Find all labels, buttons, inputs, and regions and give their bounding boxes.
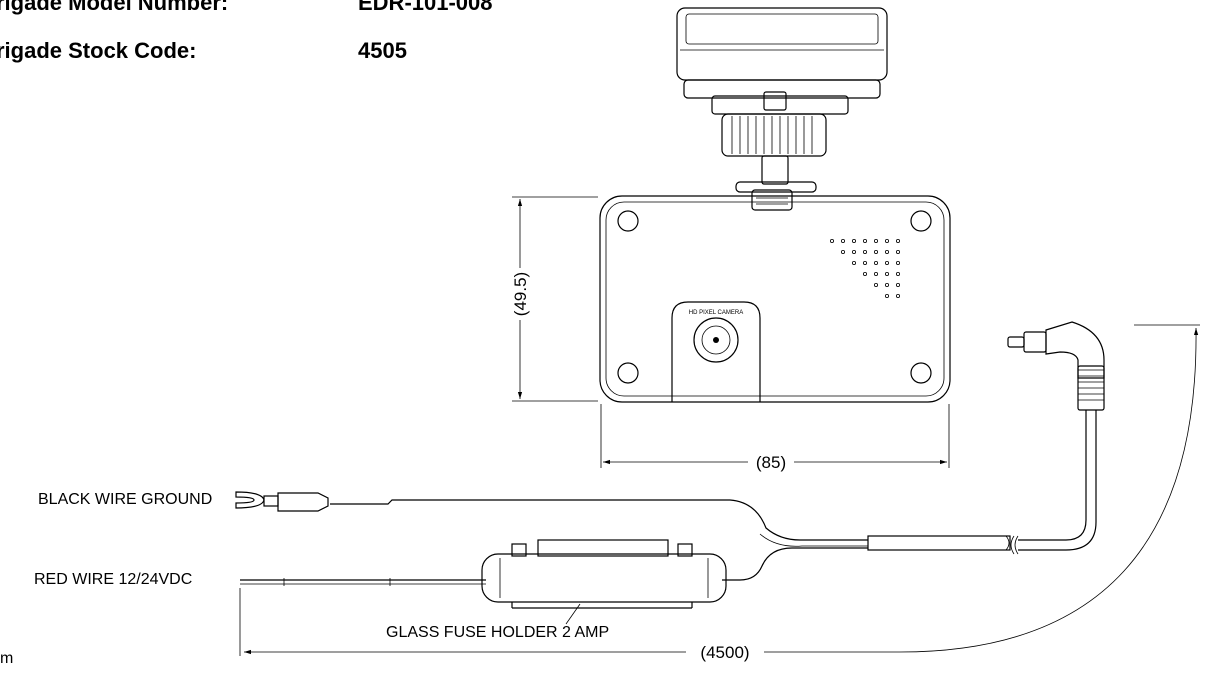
red-wire-label: RED WIRE 12/24VDC <box>34 571 193 588</box>
speaker-grille <box>830 238 901 298</box>
black-wire-label: BLACK WIRE GROUND <box>38 491 213 508</box>
power-plug <box>1007 321 1105 555</box>
black-wire-terminal <box>235 491 329 512</box>
fuse-holder-label: GLASS FUSE HOLDER 2 AMP <box>386 624 610 641</box>
width-dimension-label: (85) <box>756 453 786 472</box>
unit-fragment-label: m <box>0 650 14 667</box>
windshield-mount <box>676 7 888 211</box>
wire-harness <box>330 499 1011 581</box>
height-dimension-label: (49.5) <box>511 272 530 316</box>
dimension-cable-length: (4500) <box>239 324 1200 663</box>
cable-length-label: (4500) <box>700 643 749 662</box>
dimension-height: (49.5) <box>510 196 598 402</box>
stock-code-value: 4505 <box>358 38 407 63</box>
stock-code-label: rigade Stock Code: <box>0 38 197 63</box>
lens-caption: HD PIXEL CAMERA <box>689 310 743 316</box>
fuse-holder <box>481 539 727 625</box>
dimension-width: (85) <box>600 404 950 472</box>
red-wire <box>240 578 486 586</box>
camera-body: HD PIXEL CAMERA <box>599 195 951 403</box>
model-number-value: EDR-101-008 <box>358 0 493 15</box>
model-number-label: rigade Model Number: <box>0 0 229 15</box>
